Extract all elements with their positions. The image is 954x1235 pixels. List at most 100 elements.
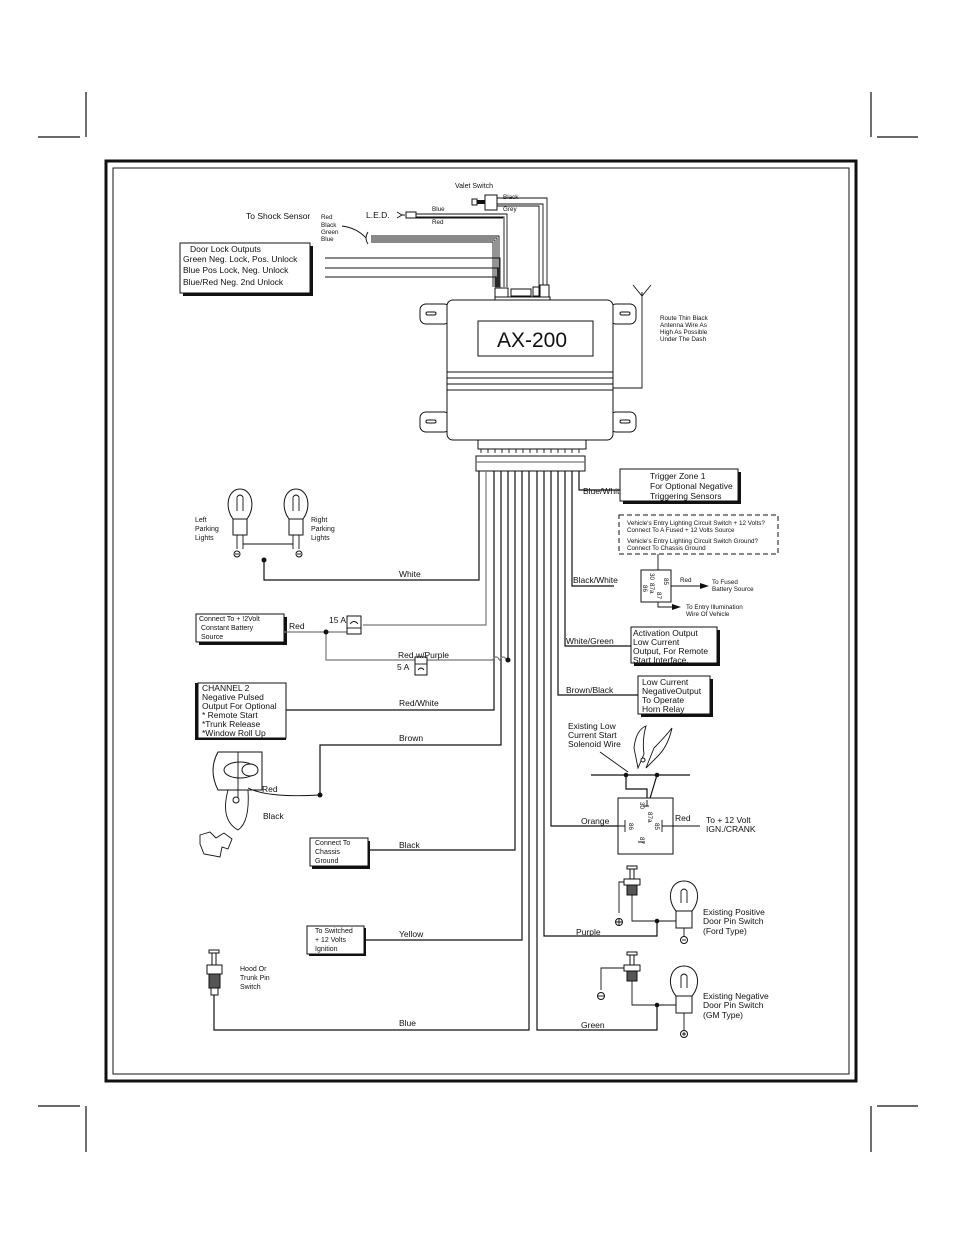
entry-note-4: Connect To Chassis Ground xyxy=(627,545,706,552)
left-parking-label-3: Lights xyxy=(195,535,214,542)
control-module: AX-200 xyxy=(419,299,637,453)
wire-label-brown-black: Brown/Black xyxy=(566,685,614,695)
ford-bulb-icon xyxy=(669,880,699,944)
junction-dot xyxy=(323,629,329,635)
starter-wire-black: Black xyxy=(263,811,285,821)
activation-line-2: Low Current xyxy=(633,637,680,647)
harness-plug xyxy=(475,455,586,472)
horn-line-1: Low Current xyxy=(642,677,689,687)
ground-box-line-1: Connect To xyxy=(315,840,350,847)
gm-switch-line-3: (GM Type) xyxy=(703,1010,743,1020)
shock-wire-red: Red xyxy=(321,214,333,221)
antenna-note-4: Under The Dash xyxy=(660,336,707,343)
trigger-line-1: Trigger Zone 1 xyxy=(650,471,706,481)
left-parking-bulb-icon xyxy=(227,488,264,558)
horn-relay-box: Low Current NegativeOutput To Operate Ho… xyxy=(637,675,713,717)
relay1-pin-87a: 87a xyxy=(648,583,655,594)
ignition-box-line-2: + 12 Volts xyxy=(315,937,346,944)
relay2-pin-30: 30 xyxy=(638,802,645,810)
valet-switch-label: Valet Switch xyxy=(455,183,493,190)
hood-pin-switch-icon xyxy=(206,949,223,996)
crop-marks xyxy=(38,92,918,1152)
gm-bulb-icon xyxy=(669,965,699,1038)
relay2-wire-red: Red xyxy=(675,813,691,823)
valet-wire-black-label: Black xyxy=(503,194,519,201)
top-connectors xyxy=(494,284,551,302)
fuse-15a-icon xyxy=(346,615,362,635)
arrow-icon xyxy=(700,583,709,589)
wire-label-blue-white: Blue/White xyxy=(583,486,624,496)
ignition-box: To Switched + 12 Volts Ignition xyxy=(306,925,366,956)
activation-line-1: Activation Output xyxy=(633,628,698,638)
led-icon xyxy=(396,211,405,219)
entry-lighting-note: Vehicle's Entry Lighting Circuit Switch … xyxy=(618,514,779,570)
activation-box: Activation Output Low Current Output, Fo… xyxy=(630,626,720,666)
ignition-switch-icon xyxy=(199,751,321,858)
door-lock-box: Door Lock Outputs Green Neg. Lock, Pos. … xyxy=(179,242,501,296)
outer-frame xyxy=(104,159,858,1083)
trigger-line-3: Triggering Sensors xyxy=(650,491,722,501)
activation-line-4: Start Interface. xyxy=(633,655,689,665)
ign-crank-2: IGN./CRANK xyxy=(706,824,756,834)
led-wire-red-label: Red xyxy=(432,219,444,226)
right-parking-label-1: Right xyxy=(311,517,327,524)
fused-battery-2: Battery Source xyxy=(712,586,754,593)
channel2-box: CHANNEL 2 Negative Pulsed Output For Opt… xyxy=(195,682,287,740)
channel2-line-6: *Window Roll Up xyxy=(202,728,266,738)
relay1-wire-red: Red xyxy=(680,577,692,584)
chassis-ground-box: Connect To Chassis Ground xyxy=(309,837,370,869)
ignition-box-line-1: To Switched xyxy=(315,928,353,935)
right-parking-bulb-icon xyxy=(264,488,309,558)
activation-line-3: Output, For Remote xyxy=(633,646,708,656)
valet-button-icon xyxy=(471,198,478,206)
battery-box-line-2: Constant Battery xyxy=(201,625,254,632)
starter-wire-red: Red xyxy=(262,784,278,794)
door-lock-title: Door Lock Outputs xyxy=(190,244,261,254)
relay2-pin-87a: 87a xyxy=(646,812,653,823)
right-parking-label-3: Lights xyxy=(311,535,330,542)
relay2-pin-86: 86 xyxy=(627,823,634,831)
wire-label-white: White xyxy=(399,569,421,579)
antenna: Route Thin Black Antenna Wire As High As… xyxy=(613,284,709,389)
fuse-15a-label: 15 A xyxy=(329,615,346,625)
shock-wire-blue: Blue xyxy=(321,236,334,243)
relay1-pin-30: 30 xyxy=(648,573,655,581)
channel2-line-1: CHANNEL 2 xyxy=(202,683,250,693)
relay1-pin-86: 86 xyxy=(641,585,648,593)
junction-dot xyxy=(317,792,323,798)
fuse-5a-icon xyxy=(414,656,428,676)
channel2-line-5: *Trunk Release xyxy=(202,719,261,729)
wire-label-white-green: White/Green xyxy=(566,636,614,646)
battery-box-line-1: Connect To + !2Volt xyxy=(199,616,260,623)
antenna-note-2: Antenna Wire As xyxy=(660,322,707,329)
relay2-pin-85: 85 xyxy=(653,823,660,831)
fuse-5a-label: 5 A xyxy=(397,662,410,672)
ford-door-pin-switch-icon xyxy=(615,865,686,926)
battery-box-line-3: Source xyxy=(201,634,223,641)
solenoid-line-1: Existing Low xyxy=(568,721,617,731)
gm-switch-line-2: Door Pin Switch xyxy=(703,1000,764,1010)
horn-line-4: Horn Relay xyxy=(642,704,685,714)
pointer-arrow xyxy=(341,225,367,239)
wire-label-red: Red xyxy=(289,621,305,631)
shock-wire-green: Green xyxy=(321,229,339,236)
wire-label-black: Black xyxy=(399,840,421,850)
channel2-line-4: * Remote Start xyxy=(202,710,258,720)
channel2-line-2: Negative Pulsed xyxy=(202,692,264,702)
entry-illum-2: Wire Of Vehicle xyxy=(686,611,730,618)
shock-wire-black: Black xyxy=(321,222,337,229)
led-wire-blue-label: Blue xyxy=(432,206,445,213)
right-parking-label-2: Parking xyxy=(311,526,335,533)
entry-note-3: Vehicle's Entry Lighting Circuit Switch … xyxy=(627,538,759,545)
wire-label-red-purple: Red w/Purple xyxy=(398,650,449,660)
wire-label-green: Green xyxy=(581,1020,605,1030)
relay1-pin-85: 85 xyxy=(662,578,669,586)
entry-illum-1: To Entry Illumination xyxy=(686,604,743,611)
horn-line-2: NegativeOutput xyxy=(642,686,702,696)
wire-cutter-icon xyxy=(633,725,673,770)
wire-label-red-white: Red/White xyxy=(399,698,439,708)
led-label: L.E.D. xyxy=(366,210,390,220)
door-lock-bluered: Blue/Red Neg. 2nd Unlock xyxy=(183,277,284,287)
module-model-label: AX-200 xyxy=(497,329,567,352)
